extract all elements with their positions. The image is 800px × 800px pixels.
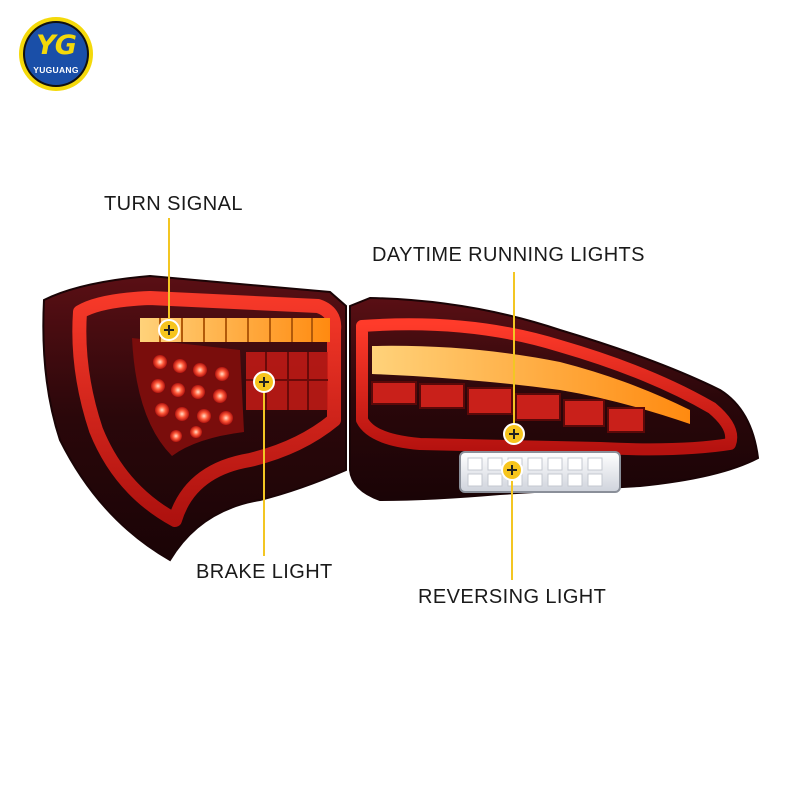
- brake-light-marker-icon: [253, 371, 275, 393]
- right-lamp: [349, 296, 760, 502]
- callout-lines: [168, 218, 515, 580]
- callout-markers: [158, 319, 525, 481]
- logo-badge-icon: [19, 17, 93, 91]
- left-lamp: [42, 274, 347, 562]
- daytime-running-lights-label: DAYTIME RUNNING LIGHTS: [372, 244, 645, 266]
- turn-signal-marker-icon: [158, 319, 180, 341]
- logo-name: YUGUANG: [33, 65, 79, 75]
- yuguang-logo: YG YUGUANG: [18, 16, 94, 92]
- daytime-running-lights-marker-icon: [503, 423, 525, 445]
- logo-mark: YG: [36, 30, 77, 61]
- turn-signal-label: TURN SIGNAL: [104, 193, 243, 215]
- reversing-light-marker-icon: [501, 459, 523, 481]
- brake-light-label: BRAKE LIGHT: [196, 561, 333, 583]
- reversing-light-label: REVERSING LIGHT: [418, 586, 607, 608]
